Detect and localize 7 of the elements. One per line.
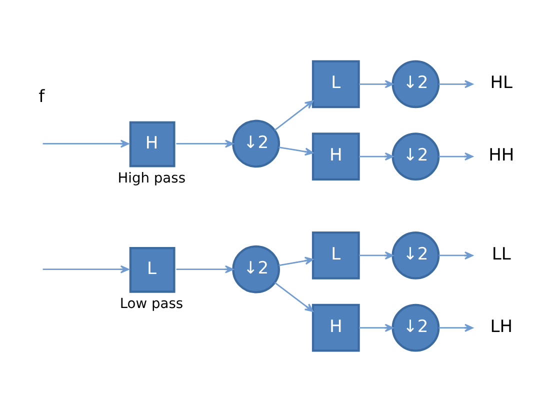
node-text: HL [490, 73, 513, 94]
node-text: LL [492, 244, 511, 265]
node-label: Low pass [120, 296, 184, 312]
node-text: LH [490, 316, 513, 337]
label: f [38, 87, 45, 108]
node-label: High pass [118, 170, 186, 186]
node-text: HH [488, 146, 514, 166]
